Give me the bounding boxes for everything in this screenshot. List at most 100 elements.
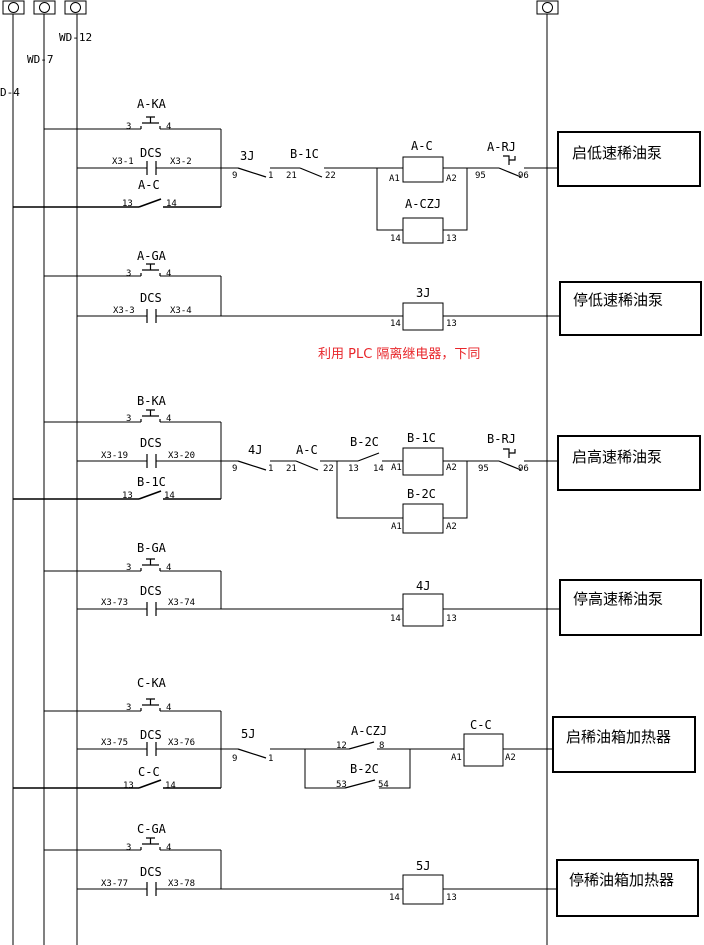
rung-6-wiring [44,849,557,890]
rung-3-contact-ac-symbol [295,460,319,471]
rung-1-coil-1-t2: A2 [446,174,457,184]
rung-1-seal-contact-symbol [138,198,162,208]
rung-3-coil-1-t2: A2 [446,463,457,473]
rung-5-pushbutton-t1: 3 [126,703,131,713]
rung-3-dcs-tag: DCS [140,436,162,450]
rung-2-pushbutton-tag: A-GA [137,249,167,263]
rung-3-seal-contact-symbol [138,490,162,500]
rung-5-contact-3-tag: B-2C [350,762,379,776]
rung-3-contact-4-tag: B-RJ [487,432,516,446]
rung-1-coil-ac [402,156,444,183]
rung-1-coil-1-t1: A1 [389,174,400,184]
rung-5-seal-tag: C-C [138,765,160,779]
bus-label-wd4: D-4 [0,86,20,99]
rung-5-function-label: 启稀油箱加热器 [566,728,671,746]
rung-1-dcs-contact-symbol [146,161,157,175]
rung-5: C-KA 3 4 DCS X3-75 X3-76 C-C 13 14 5J 9 … [13,676,696,791]
rung-3-seal-t2: 14 [164,491,175,501]
rung-3-contact-4j-symbol [237,460,267,471]
rung-4-pushbutton-symbol [140,558,161,571]
rung-1-thermal-contact-symbol [498,155,522,178]
rung-6-dcs-tag: DCS [140,865,162,879]
rung-5-coil-cc [463,733,504,767]
rung-4-dcs-tag: DCS [140,584,162,598]
bus-label-wd7: WD-7 [27,53,54,66]
rung-2-coil-1-tag: 3J [416,286,430,300]
terminal-3-symbol [64,0,87,15]
rung-3-coil-2-t1: A1 [391,522,402,532]
rung-3-contact-2-t1: 21 [286,464,297,474]
terminal-1-symbol [2,0,25,15]
rung-1-seal-tag: A-C [138,178,160,192]
rung-1-pushbutton-t1: 3 [126,122,131,132]
rung-3-contact-3-tag: B-2C [350,435,379,449]
rung-5-wiring [44,710,553,789]
rung-3-pushbutton-t1: 3 [126,414,131,424]
rung-1-contact-3-tag: A-RJ [487,140,516,154]
rung-4-dcs-t1: X3-73 [101,598,128,608]
rung-1-contact-2-t1: 21 [286,171,297,181]
rung-1-coil-2-tag: A-CZJ [405,197,441,211]
rung-3-coil-b1c [402,447,444,476]
rung-3-coil-1-tag: B-1C [407,431,436,445]
rung-2-dcs-t1: X3-3 [113,306,135,316]
rung-5-pushbutton-t2: 4 [166,703,171,713]
rung-5-contact-2-t1: 12 [336,741,347,751]
rung-3-dcs-t1: X3-19 [101,451,128,461]
rung-1-function-box [557,131,701,187]
rung-1-contact-1-t2: 1 [268,171,273,181]
rung-3-contact-1-t2: 1 [268,464,273,474]
rung-5-pushbutton-tag: C-KA [137,676,167,690]
rung-1-contact-b1c-symbol [299,167,323,178]
rung-3-function-box [557,435,701,491]
rung-1-contact-2-tag: B-1C [290,147,319,161]
rung-3-contact-1-tag: 4J [248,443,262,457]
rung-3-coil-2-tag: B-2C [407,487,436,501]
rung-3-coil-1-t1: A1 [391,463,402,473]
rung-4-coil-1-t2: 13 [446,614,457,624]
rung-3-dcs-contact-symbol [146,454,157,468]
rung-4-pushbutton-tag: B-GA [137,541,167,555]
rung-1: A-KA 3 4 DCS X3-1 X3-2 A-C 13 14 3J 9 1 … [13,97,701,244]
rung-6-coil-1-t2: 13 [446,893,457,903]
rung-4-dcs-contact-symbol [146,602,157,616]
rung-5-contact-2-t2: 8 [379,741,384,751]
rung-5-contact-1-tag: 5J [241,727,255,741]
rung-5-contact-3-t2: 54 [378,780,389,790]
rung-3-contact-3-t1: 13 [348,464,359,474]
rung-6-pushbutton-symbol [140,837,161,850]
power-rails: WD-12 WD-7 D-4 [0,0,559,945]
rung-5-seal-contact-symbol [138,779,162,789]
rung-5-dcs-t1: X3-75 [101,738,128,748]
rung-3-seal-t1: 13 [122,491,133,501]
rung-1-wiring [44,128,558,231]
rung-2-dcs-tag: DCS [140,291,162,305]
rung-1-dcs-t1: X3-1 [112,157,134,167]
rung-6-pushbutton-t1: 3 [126,843,131,853]
rung-1-dcs-t2: X3-2 [170,157,192,167]
rung-3-pushbutton-tag: B-KA [137,394,167,408]
rung-5-contact-1-t2: 1 [268,754,273,764]
rung-1-pushbutton-symbol [140,116,161,129]
rung-1-pushbutton-tag: A-KA [137,97,167,111]
rung-3-seal-tag: B-1C [137,475,166,489]
rung-5-contact-3-t1: 53 [336,780,347,790]
terminal-2-symbol [33,0,56,15]
rung-3-coil-b2c [402,503,444,534]
rung-4-function-label: 停高速稀油泵 [573,590,663,608]
rung-3-contact-1-t1: 9 [232,464,237,474]
rung-5-dcs-contact-symbol [146,742,157,756]
rung-6-function-label: 停稀油箱加热器 [569,871,674,889]
rung-6-pushbutton-t2: 4 [166,843,171,853]
rung-4-coil-1-tag: 4J [416,579,430,593]
rung-5-coil-1-tag: C-C [470,718,492,732]
rung-1-coil-2-t1: 14 [390,234,401,244]
rung-5-contact-1-t1: 9 [232,754,237,764]
rung-6-dcs-t1: X3-77 [101,879,128,889]
rung-6: C-GA 3 4 DCS X3-77 X3-78 5J 14 13 停稀油箱加热… [44,822,699,917]
rung-2-pushbutton-t1: 3 [126,269,131,279]
rung-1-coil-2-t2: 13 [446,234,457,244]
rung-3-contact-4-t1: 95 [478,464,489,474]
rung-3-contact-2-tag: A-C [296,443,318,457]
